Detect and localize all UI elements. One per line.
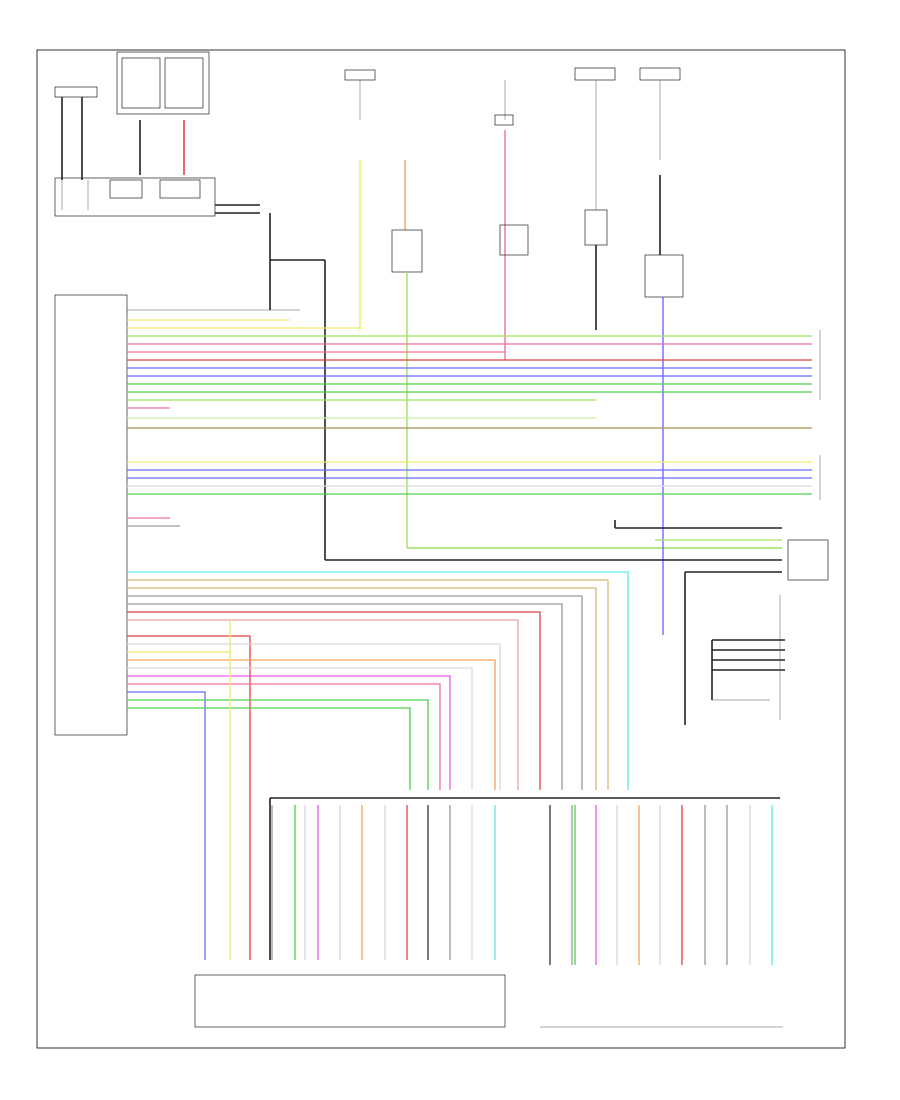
power-feed-1 bbox=[344, 69, 406, 330]
antenna-connector bbox=[54, 86, 98, 210]
underhood-fuse-box bbox=[116, 51, 210, 175]
lower-right-drops bbox=[549, 805, 773, 965]
audio-unit bbox=[54, 294, 300, 736]
bottom-right-module bbox=[711, 595, 785, 720]
antenna-lead-bundle bbox=[269, 213, 782, 561]
lower-wire-harness bbox=[127, 571, 629, 960]
middle-wire-harness bbox=[127, 461, 812, 527]
diagram-frame bbox=[36, 49, 846, 1049]
right-connector-lower bbox=[614, 520, 829, 725]
lower-left-drops bbox=[271, 805, 496, 960]
power-feed-3 bbox=[574, 67, 681, 330]
relay-right-1 bbox=[584, 209, 608, 246]
relay-mid bbox=[499, 224, 529, 256]
relay-left bbox=[391, 229, 782, 549]
power-feed-2 bbox=[494, 80, 514, 360]
antenna-subunit bbox=[54, 177, 260, 217]
upper-wire-harness bbox=[127, 319, 812, 429]
relay-right-2 bbox=[644, 254, 684, 635]
bottom-module-box bbox=[194, 974, 783, 1028]
connector-bus bbox=[269, 797, 780, 960]
